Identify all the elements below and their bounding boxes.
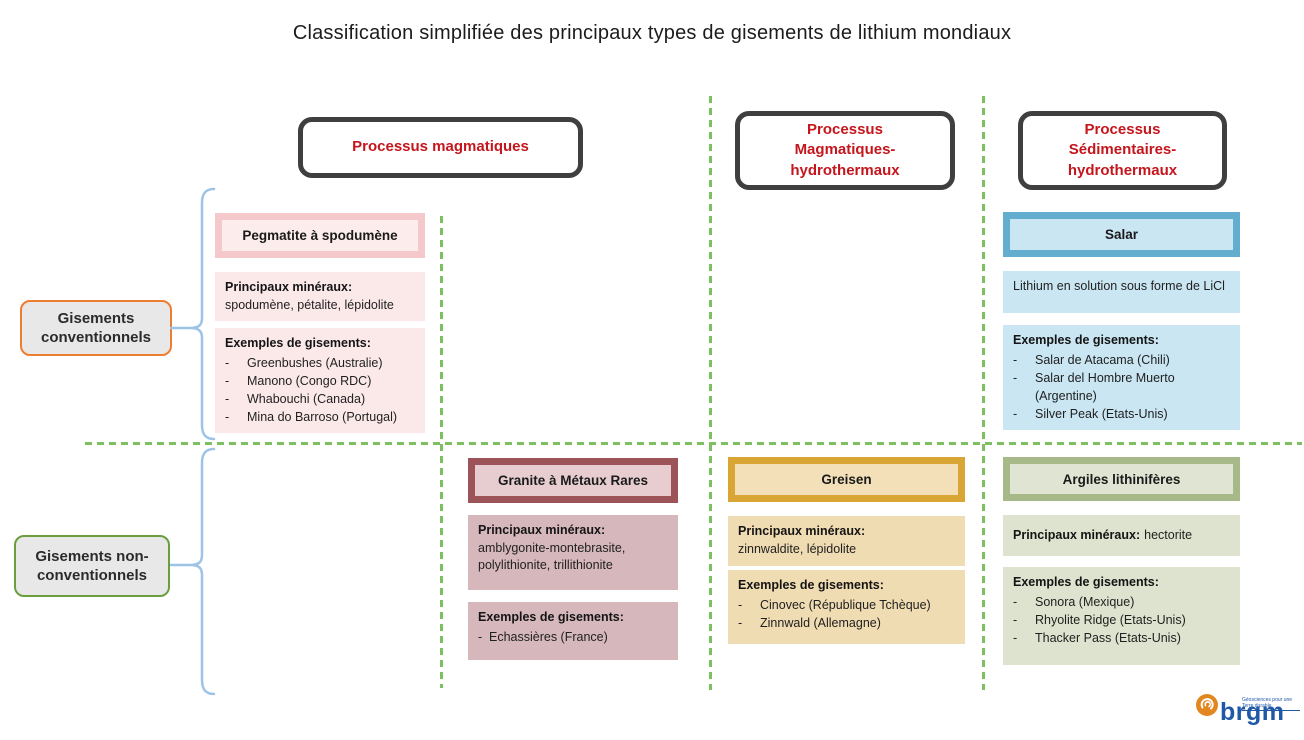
minerals-box-greisen: Principaux minéraux: zinnwaldite, lépido… — [728, 516, 965, 566]
examples-label: Exemples de gisements: — [1013, 333, 1159, 347]
process-header-magmatic: Processus magmatiques — [298, 117, 583, 178]
examples-label: Exemples de gisements: — [225, 336, 371, 350]
process-header-label: Processus magmatiques — [352, 138, 529, 156]
example-item: Greenbushes (Australie) — [225, 354, 415, 372]
diagram-title: Classification simplifiée des principaux… — [292, 22, 1012, 44]
minerals-label: Principaux minéraux: — [225, 280, 353, 294]
deposit-header-greisen: Greisen — [728, 457, 965, 502]
info-box-salar: Lithium en solution sous forme de LiCl — [1003, 271, 1240, 313]
example-item: Salar del Hombre Muerto (Argentine) — [1013, 369, 1230, 405]
deposit-title: Salar — [1010, 219, 1233, 250]
minerals-label: Principaux minéraux: — [478, 523, 606, 537]
example-text: Echassières (France) — [489, 629, 608, 644]
brgm-logo: Géosciences pour une Terre durable brgm — [1196, 694, 1300, 736]
deposit-title: Granite à Métaux Rares — [475, 465, 671, 496]
deposit-title: Pegmatite à spodumène — [222, 220, 418, 251]
example-item: Manono (Congo RDC) — [225, 372, 415, 390]
minerals-label: Principaux minéraux: — [738, 524, 866, 538]
examples-box-greisen: Exemples de gisements: Cinovec (Républiq… — [728, 570, 965, 644]
deposit-header-pegmatite: Pegmatite à spodumène — [215, 213, 425, 258]
example-text: Thacker Pass (Etats-Unis) — [1035, 630, 1181, 645]
row-label-conventional: Gisements conventionnels — [20, 300, 172, 356]
example-item: Cinovec (République Tchèque) — [738, 596, 955, 614]
example-item: Zinnwald (Allemagne) — [738, 614, 955, 632]
example-item: Silver Peak (Etats-Unis) — [1013, 405, 1230, 423]
minerals-box-pegmatite: Principaux minéraux: spodumène, pétalite… — [215, 272, 425, 321]
deposit-header-salar: Salar — [1003, 212, 1240, 257]
examples-label: Exemples de gisements: — [478, 610, 624, 624]
example-text: Mina do Barroso (Portugal) — [247, 409, 398, 424]
examples-box-argiles: Exemples de gisements: Sonora (Mexique) … — [1003, 567, 1240, 665]
examples-box-granite: Exemples de gisements: Echassières (Fran… — [468, 602, 678, 660]
example-item: Rhyolite Ridge (Etats-Unis) — [1013, 611, 1230, 629]
process-header-magmatic-hydrothermal: Processus Magmatiques- hydrothermaux — [735, 111, 955, 190]
example-text: Zinnwald (Allemagne) — [760, 615, 881, 630]
divider-vertical-magmatic-hydrothermal — [709, 96, 712, 690]
example-text: Silver Peak (Etats-Unis) — [1035, 406, 1168, 421]
row-label-text: Gisements conventionnels — [40, 309, 152, 347]
example-item: Sonora (Mexique) — [1013, 593, 1230, 611]
example-text: Manono (Congo RDC) — [247, 373, 372, 388]
process-header-label: Processus Sédimentaires- hydrothermaux — [1067, 121, 1178, 179]
deposit-header-argiles: Argiles lithinifères — [1003, 457, 1240, 501]
example-item: Thacker Pass (Etats-Unis) — [1013, 629, 1230, 647]
bracket-conventional — [170, 187, 216, 441]
brgm-wordmark: brgm — [1220, 698, 1285, 726]
example-text: Greenbushes (Australie) — [247, 355, 383, 370]
examples-label: Exemples de gisements: — [1013, 575, 1159, 589]
deposit-header-granite: Granite à Métaux Rares — [468, 458, 678, 503]
minerals-value: spodumène, pétalite, lépidolite — [225, 297, 394, 312]
info-text: Lithium en solution sous forme de LiCl — [1013, 279, 1225, 293]
bracket-non-conventional — [170, 447, 216, 696]
example-text: Cinovec (République Tchèque) — [760, 597, 931, 612]
minerals-box-argiles: Principaux minéraux:hectorite — [1003, 515, 1240, 556]
minerals-value: amblygonite-montebrasite, polylithionite… — [478, 540, 626, 573]
deposit-title: Greisen — [735, 464, 958, 495]
examples-box-salar: Exemples de gisements: Salar de Atacama … — [1003, 325, 1240, 430]
example-item: Whabouchi (Canada) — [225, 390, 415, 408]
minerals-box-granite: Principaux minéraux: amblygonite-montebr… — [468, 515, 678, 590]
row-label-non-conventional: Gisements non- conventionnels — [14, 535, 170, 597]
brgm-logo-icon — [1196, 694, 1218, 716]
minerals-value: zinnwaldite, lépidolite — [738, 541, 857, 556]
example-text: Whabouchi (Canada) — [247, 391, 366, 406]
minerals-value: hectorite — [1144, 527, 1193, 542]
row-label-text: Gisements non- conventionnels — [35, 547, 149, 585]
deposit-title: Argiles lithinifères — [1010, 464, 1233, 494]
brgm-tagline: Géosciences pour une Terre durable — [1242, 697, 1300, 711]
example-item: Salar de Atacama (Chili) — [1013, 351, 1230, 369]
example-item: Mina do Barroso (Portugal) — [225, 408, 415, 426]
example-text: Salar del Hombre Muerto (Argentine) — [1035, 370, 1175, 403]
examples-box-pegmatite: Exemples de gisements: Greenbushes (Aust… — [215, 328, 425, 433]
process-header-label: Processus Magmatiques- hydrothermaux — [790, 121, 900, 179]
example-item: Echassières (France) — [478, 628, 668, 646]
minerals-label: Principaux minéraux: — [1013, 527, 1141, 542]
examples-label: Exemples de gisements: — [738, 578, 884, 592]
process-header-sedimentary-hydrothermal: Processus Sédimentaires- hydrothermaux — [1018, 111, 1227, 190]
divider-vertical-pegmatite-granite — [440, 216, 443, 688]
divider-horizontal-conventional-nonconventional — [85, 442, 1302, 445]
example-text: Rhyolite Ridge (Etats-Unis) — [1035, 612, 1186, 627]
divider-vertical-hydrothermal-sedimentary — [982, 96, 985, 690]
example-text: Salar de Atacama (Chili) — [1035, 352, 1170, 367]
example-text: Sonora (Mexique) — [1035, 594, 1135, 609]
